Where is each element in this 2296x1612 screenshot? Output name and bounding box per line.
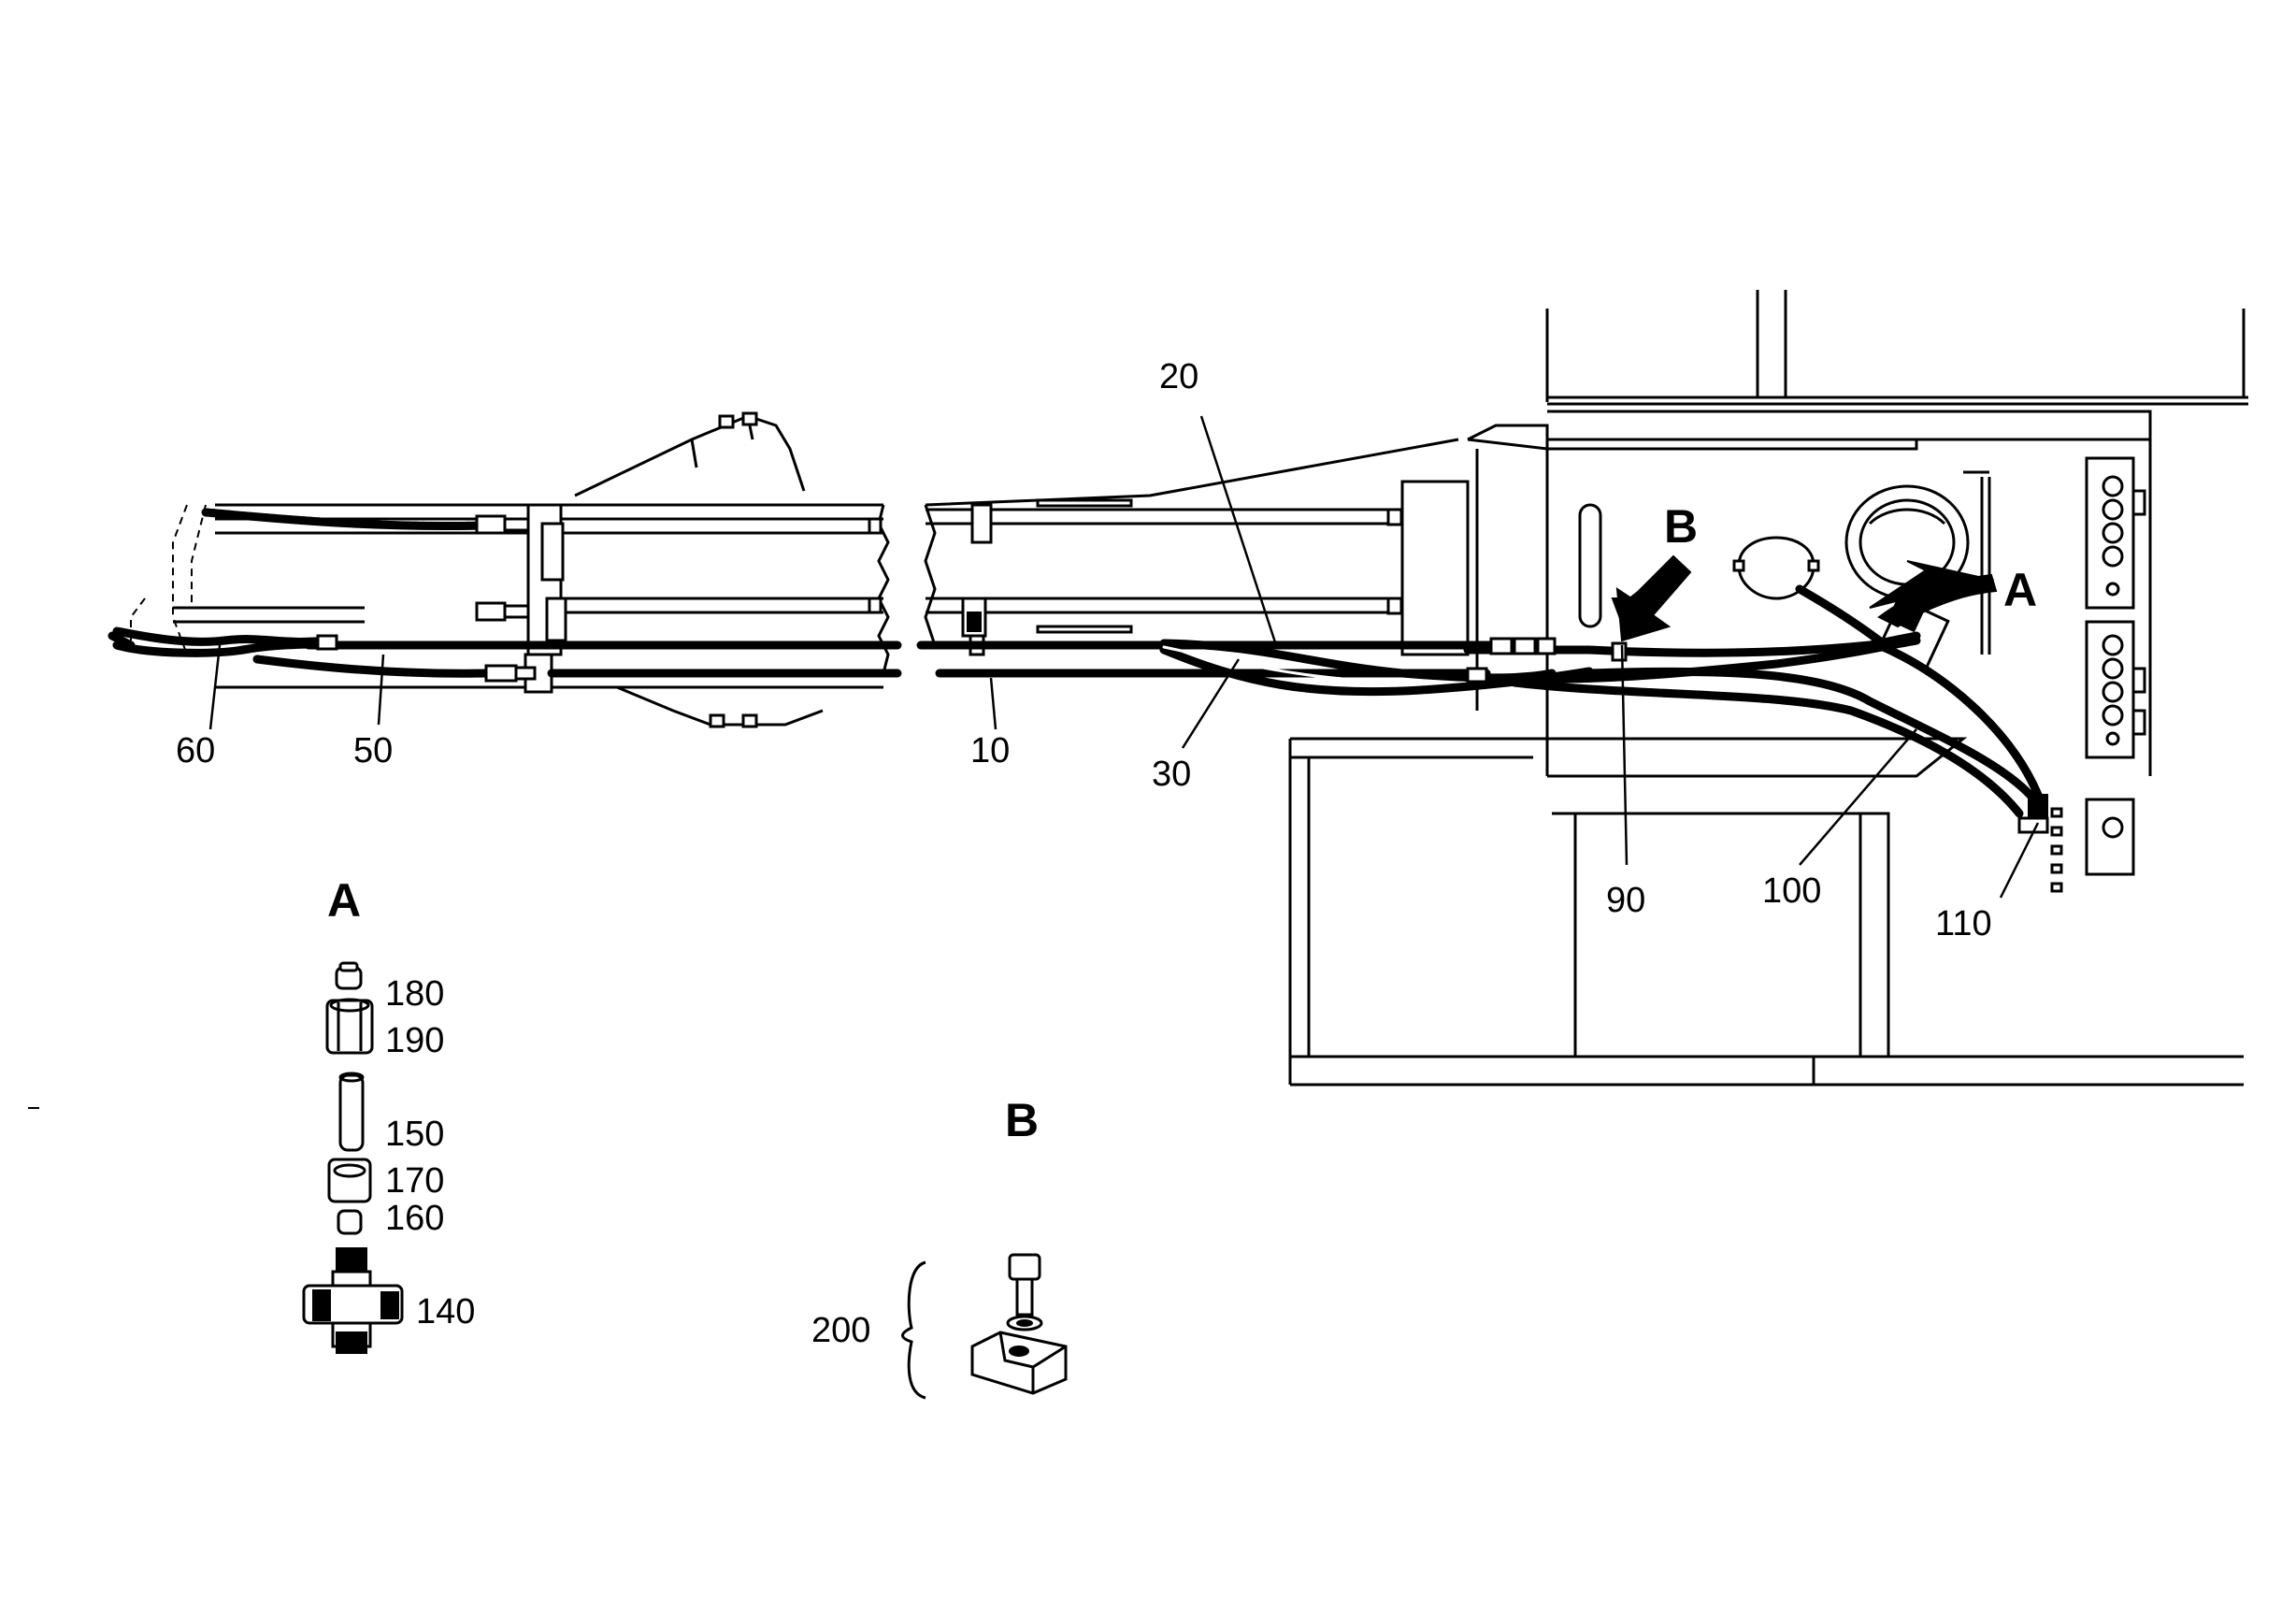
callout-100: 100 — [1762, 871, 1821, 911]
callout-90: 90 — [1606, 881, 1645, 920]
callout-200: 200 — [811, 1311, 870, 1350]
view-b-label: B — [1664, 500, 1698, 553]
callout-170: 170 — [385, 1161, 444, 1201]
detail-a-parts — [302, 961, 404, 1354]
leader-lines — [208, 415, 2040, 899]
callout-180: 180 — [385, 974, 444, 1014]
callout-140: 140 — [416, 1292, 475, 1331]
boom-left-section — [108, 411, 902, 728]
callout-60: 60 — [176, 731, 215, 770]
detail-b-brace — [901, 1260, 926, 1400]
callout-110: 110 — [1935, 904, 1992, 943]
view-a-arrow — [1869, 560, 1998, 628]
view-b-arrow — [1611, 554, 1692, 642]
callout-10: 10 — [970, 731, 1010, 770]
callout-160: 160 — [385, 1199, 444, 1238]
view-a-label: A — [2003, 564, 2037, 616]
callout-50: 50 — [353, 731, 393, 770]
callout-150: 150 — [385, 1115, 444, 1154]
frame-right-section — [1288, 290, 2248, 1087]
callout-30: 30 — [1152, 755, 1191, 794]
callout-190: 190 — [385, 1021, 444, 1060]
detail-a-title: A — [327, 874, 361, 927]
callout-20: 20 — [1159, 357, 1198, 396]
detail-b-title: B — [1005, 1094, 1039, 1146]
detail-b-parts — [970, 1253, 1068, 1395]
